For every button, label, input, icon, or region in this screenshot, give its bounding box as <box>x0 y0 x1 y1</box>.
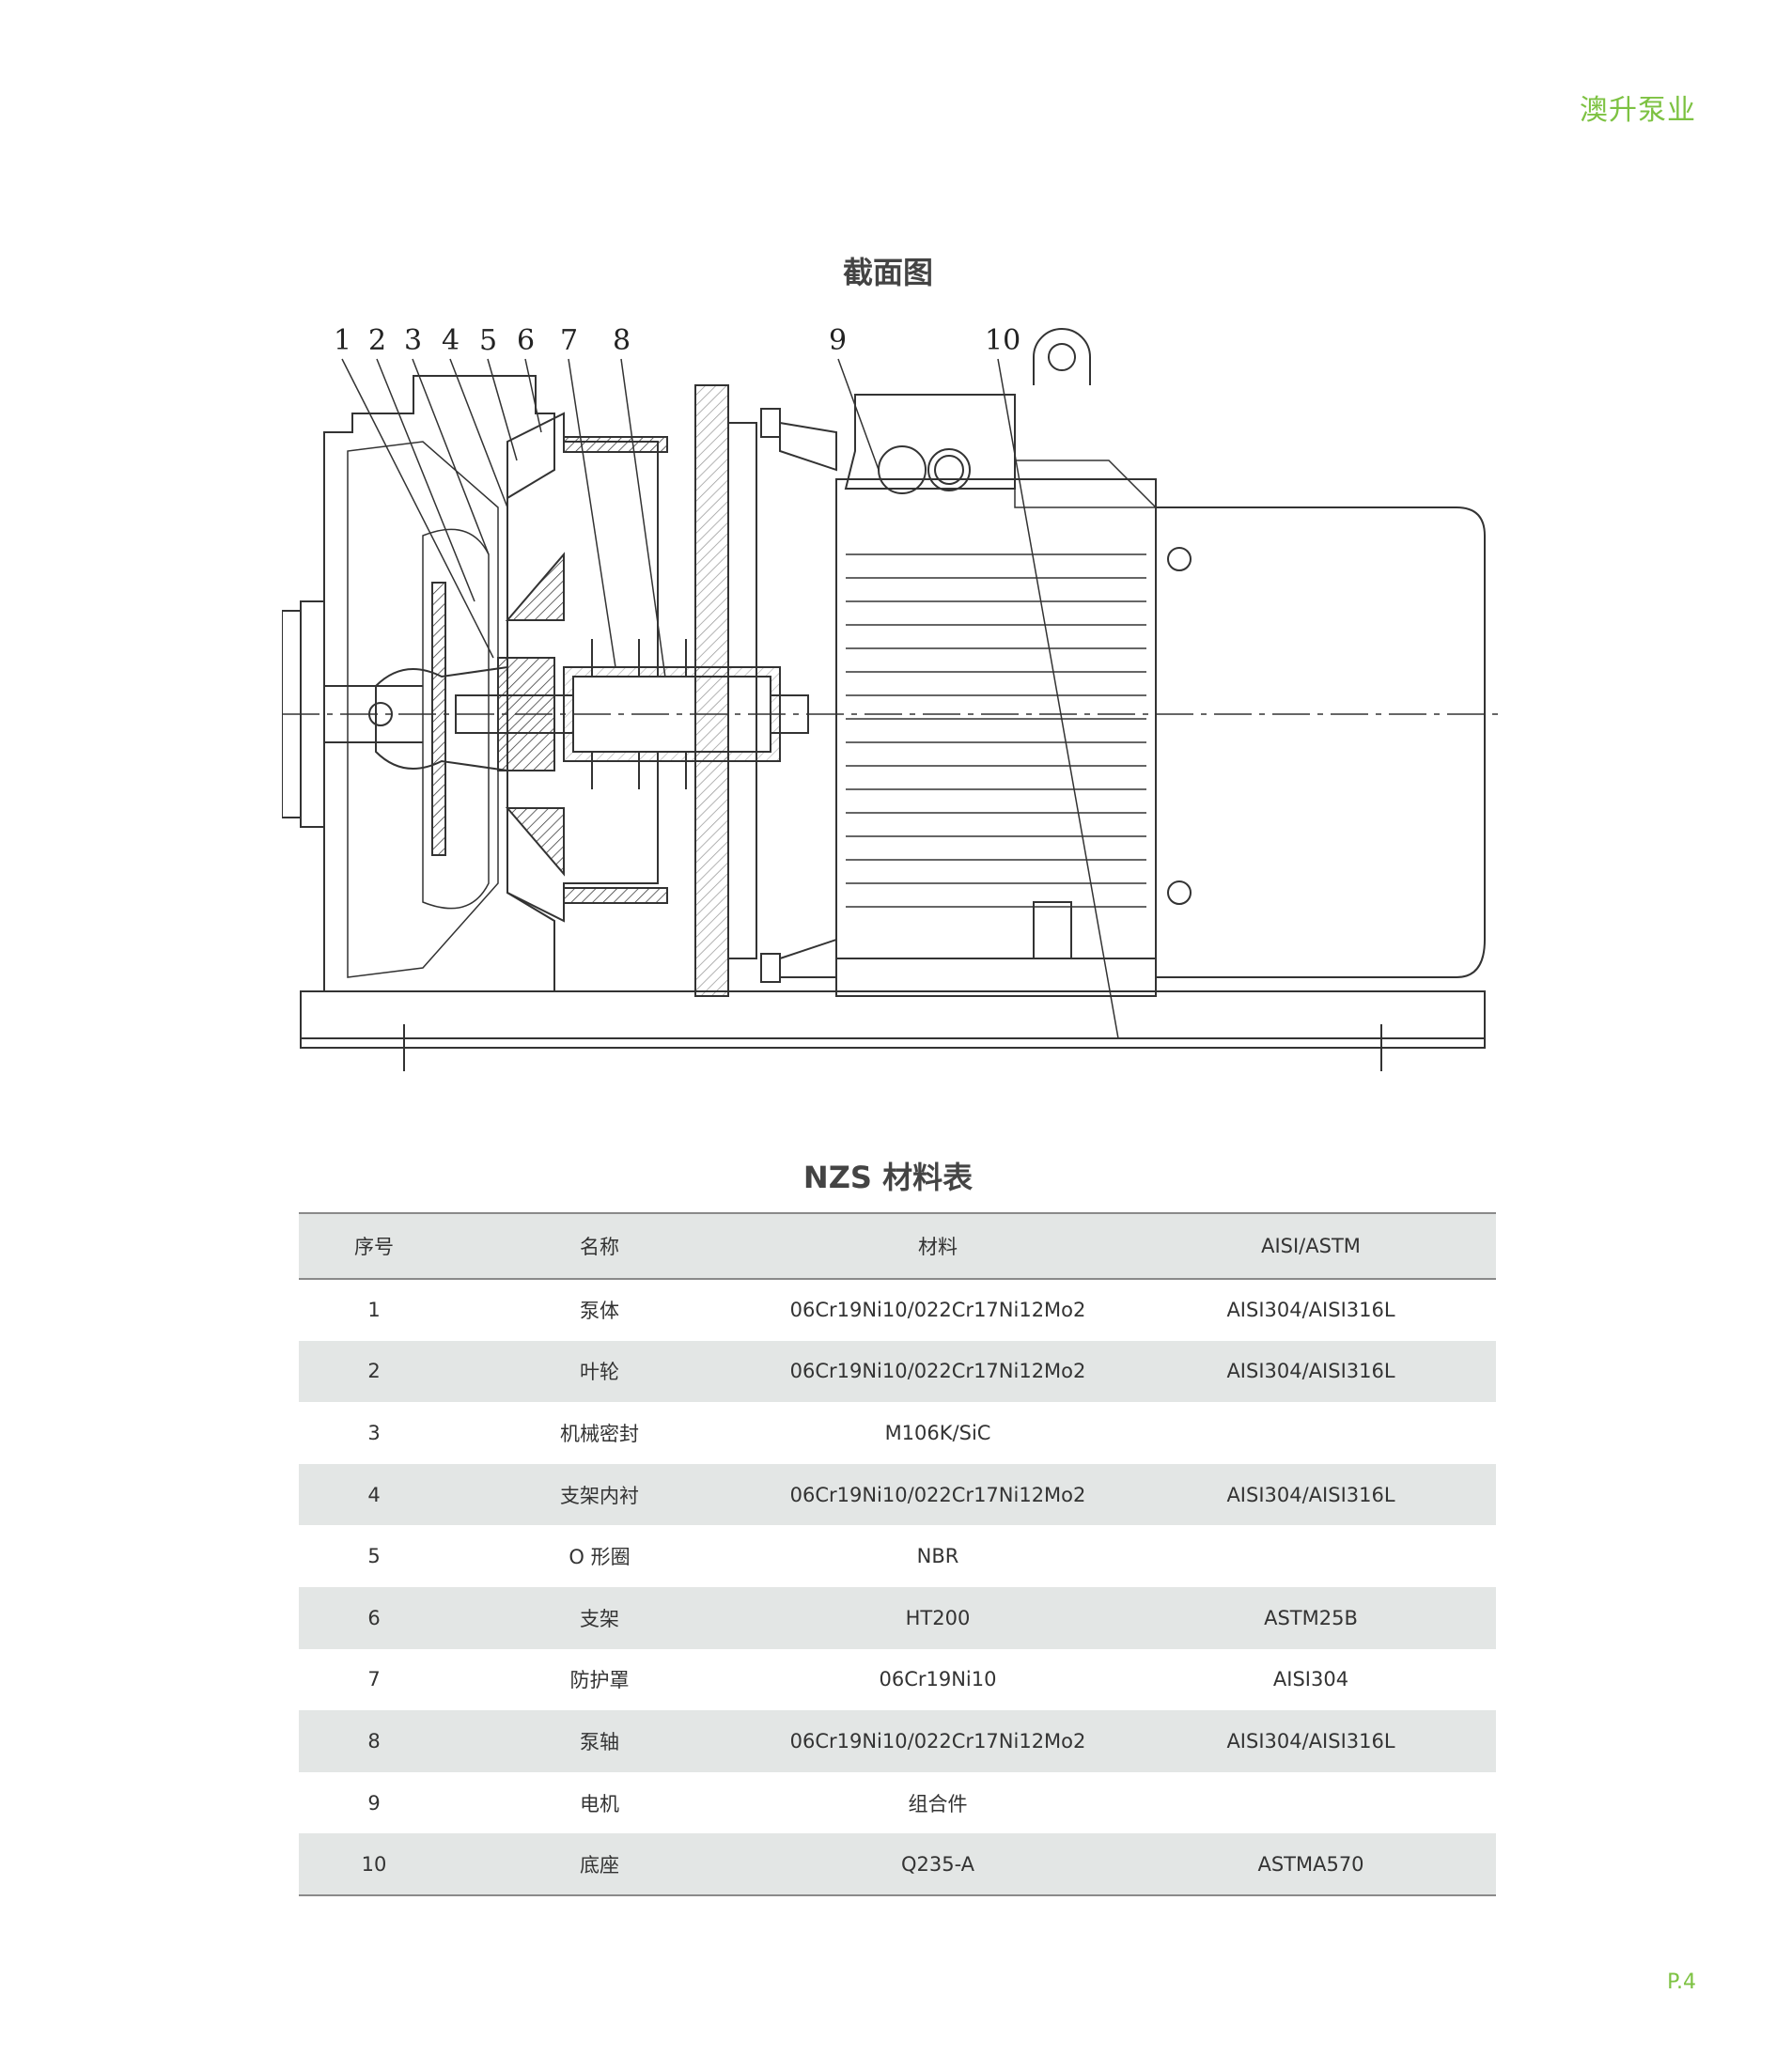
cell-material: 06Cr19Ni10/022Cr17Ni12Mo2 <box>789 1360 1086 1383</box>
cell-index: 8 <box>367 1729 381 1753</box>
cell-standard <box>1126 1772 1496 1834</box>
cell-name: 支架内衬 <box>560 1484 639 1507</box>
cell-index: 3 <box>367 1421 381 1444</box>
cell-material: 06Cr19Ni10 <box>879 1668 997 1691</box>
cell-index: 7 <box>367 1668 381 1691</box>
cell-index: 2 <box>367 1360 381 1383</box>
callout-10: 10 <box>985 324 1020 357</box>
motor <box>835 328 1158 997</box>
callout-labels: 1 2 3 4 5 6 7 8 9 10 <box>334 324 1020 357</box>
page-number: P.4 <box>1667 1971 1696 1994</box>
motor-fan-cover <box>1155 506 1486 978</box>
cell-index: 10 <box>299 1833 449 1896</box>
cell-index: 4 <box>367 1483 381 1506</box>
cell-material: 组合件 <box>908 1792 968 1815</box>
cell-index: 5 <box>367 1545 381 1568</box>
table-row: 9 电机 组合件 <box>299 1772 1496 1834</box>
table-row: 3 机械密封 M106K/SiC <box>299 1402 1496 1464</box>
cell-standard: ASTMA570 <box>1126 1833 1496 1896</box>
cell-standard <box>1126 1525 1496 1587</box>
pump-cross-section-drawing: 1 2 3 4 5 6 7 8 9 10 <box>282 324 1503 1071</box>
leader-lines <box>341 358 1119 1039</box>
motor-flange <box>694 384 837 997</box>
cell-standard: AISI304/AISI316L <box>1226 1360 1395 1383</box>
cell-name: 电机 <box>580 1792 619 1815</box>
base-plate <box>300 990 1486 1071</box>
cell-material: M106K/SiC <box>884 1421 991 1444</box>
diagram-title: 截面图 <box>842 255 933 290</box>
cell-name: 支架 <box>580 1607 619 1630</box>
cell-name: 泵轴 <box>580 1730 619 1753</box>
table-row: 4 支架内衬 06Cr19Ni10/022Cr17Ni12Mo2 AISI304… <box>299 1463 1496 1526</box>
callout-4: 4 <box>442 324 460 357</box>
table-row: 5 O 形圈 NBR <box>299 1525 1496 1587</box>
table-row: 6 支架 HT200 ASTM25B <box>299 1586 1496 1649</box>
table-row: 10 底座 Q235-A ASTMA570 <box>299 1833 1496 1896</box>
callout-1: 1 <box>334 324 351 357</box>
cell-standard: AISI304/AISI316L <box>1226 1483 1395 1506</box>
cell-material: Q235-A <box>750 1833 1126 1896</box>
callout-8: 8 <box>613 324 631 357</box>
column-header-material: 材料 <box>750 1212 1126 1280</box>
table-row: 7 防护罩 06Cr19Ni10 AISI304 <box>299 1649 1496 1711</box>
impeller <box>368 528 508 910</box>
cell-index: 9 <box>367 1791 381 1815</box>
cell-name: O 形圈 <box>569 1546 631 1569</box>
cell-standard: ASTM25B <box>1264 1606 1358 1629</box>
callout-9: 9 <box>829 324 847 357</box>
callout-2: 2 <box>368 324 386 357</box>
materials-table: 序号 名称 材料 AISI/ASTM 1 泵体 06Cr19Ni10/022Cr… <box>299 1212 1496 1896</box>
callout-5: 5 <box>479 324 497 357</box>
cell-material: 06Cr19Ni10/022Cr17Ni12Mo2 <box>789 1299 1086 1322</box>
column-header-name: 名称 <box>449 1212 750 1280</box>
brand-name: 澳升泵业 <box>1580 94 1696 127</box>
cell-material: NBR <box>916 1545 959 1568</box>
cell-material: 06Cr19Ni10/022Cr17Ni12Mo2 <box>789 1729 1086 1753</box>
callout-7: 7 <box>560 324 578 357</box>
table-row: 1 泵体 06Cr19Ni10/022Cr17Ni12Mo2 AISI304/A… <box>299 1279 1496 1341</box>
cell-name: 防护罩 <box>569 1669 630 1692</box>
cell-standard: AISI304/AISI316L <box>1226 1729 1395 1753</box>
column-header-standard: AISI/ASTM <box>1126 1212 1496 1280</box>
cell-name: 机械密封 <box>560 1422 639 1445</box>
cell-material: 06Cr19Ni10/022Cr17Ni12Mo2 <box>789 1483 1086 1506</box>
cell-standard: AISI304 <box>1272 1668 1349 1691</box>
cell-name: 叶轮 <box>580 1361 619 1384</box>
cell-name: 底座 <box>449 1833 750 1896</box>
cell-standard: AISI304/AISI316L <box>1226 1299 1395 1322</box>
motor-cooling-fins <box>846 553 1146 908</box>
cell-material: HT200 <box>905 1606 971 1629</box>
cell-standard <box>1126 1402 1496 1464</box>
table-row: 8 泵轴 06Cr19Ni10/022Cr17Ni12Mo2 AISI304/A… <box>299 1710 1496 1772</box>
table-row: 2 叶轮 06Cr19Ni10/022Cr17Ni12Mo2 AISI304/A… <box>299 1340 1496 1403</box>
cell-name: 泵体 <box>580 1300 619 1323</box>
table-title: NZS 材料表 <box>802 1160 974 1195</box>
column-header-index: 序号 <box>299 1212 449 1280</box>
table-header-row: 序号 名称 材料 AISI/ASTM <box>299 1212 1496 1280</box>
callout-3: 3 <box>404 324 422 357</box>
cell-index: 6 <box>367 1606 381 1629</box>
callout-6: 6 <box>517 324 535 357</box>
cell-index: 1 <box>367 1299 381 1322</box>
